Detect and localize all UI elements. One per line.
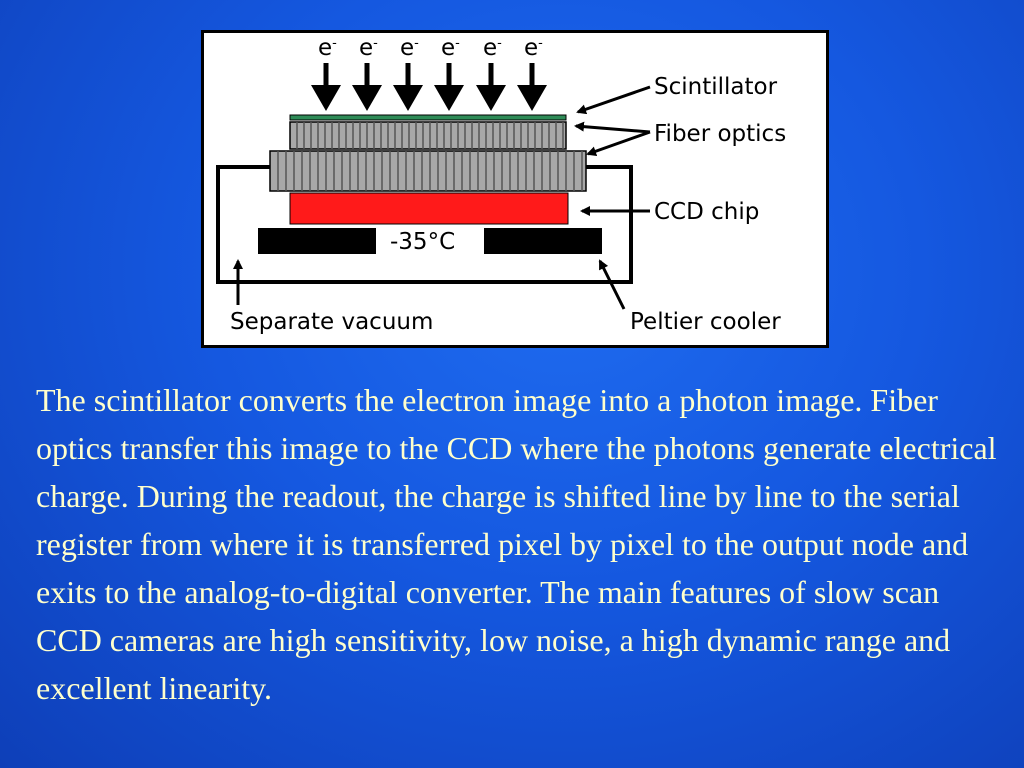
peltier-cooler-pointer <box>598 259 626 310</box>
diagram-canvas: e-e-e-e-e-e- -35°C Scintillator Fiber op… <box>216 35 786 335</box>
fiber-optics-pointer-lower <box>586 130 651 157</box>
peltier-cooler-label: Peltier cooler <box>630 309 781 335</box>
peltier-block-left <box>258 228 376 254</box>
fiber-optics-pointer-upper <box>574 121 651 134</box>
electron-arrow-head <box>393 85 423 111</box>
vacuum-housing <box>216 165 633 284</box>
electron-label: e- <box>441 35 460 61</box>
electron-arrow-head <box>352 85 382 111</box>
electron-arrow-head <box>476 85 506 111</box>
electron-beam: e-e-e-e-e-e- <box>311 35 547 111</box>
fiber-optics-label: Fiber optics <box>654 121 786 147</box>
electron-arrow-head <box>311 85 341 111</box>
electron-arrow-head <box>434 85 464 111</box>
scintillator-layer <box>289 114 567 121</box>
scintillator-label: Scintillator <box>654 74 778 100</box>
temperature-label: -35°C <box>390 229 455 255</box>
scintillator-pointer <box>576 85 651 115</box>
electron-label: e- <box>400 35 419 61</box>
caption-text: The scintillator converts the electron i… <box>36 382 997 706</box>
electron-label: e- <box>359 35 378 61</box>
fiber-optics-lower <box>269 150 587 192</box>
peltier-block-right <box>484 228 602 254</box>
fiber-optics-block <box>289 121 567 150</box>
electron-label: e- <box>483 35 502 61</box>
separate-vacuum-label: Separate vacuum <box>230 309 433 335</box>
electron-arrow-head <box>517 85 547 111</box>
fiber-optics-upper <box>289 121 567 150</box>
ccd-camera-diagram: e-e-e-e-e-e- -35°C Scintillator Fiber op… <box>201 30 829 348</box>
ccd-chip-label: CCD chip <box>654 199 759 225</box>
ccd-chip <box>289 192 569 225</box>
electron-label: e- <box>318 35 337 61</box>
electron-label: e- <box>524 35 543 61</box>
